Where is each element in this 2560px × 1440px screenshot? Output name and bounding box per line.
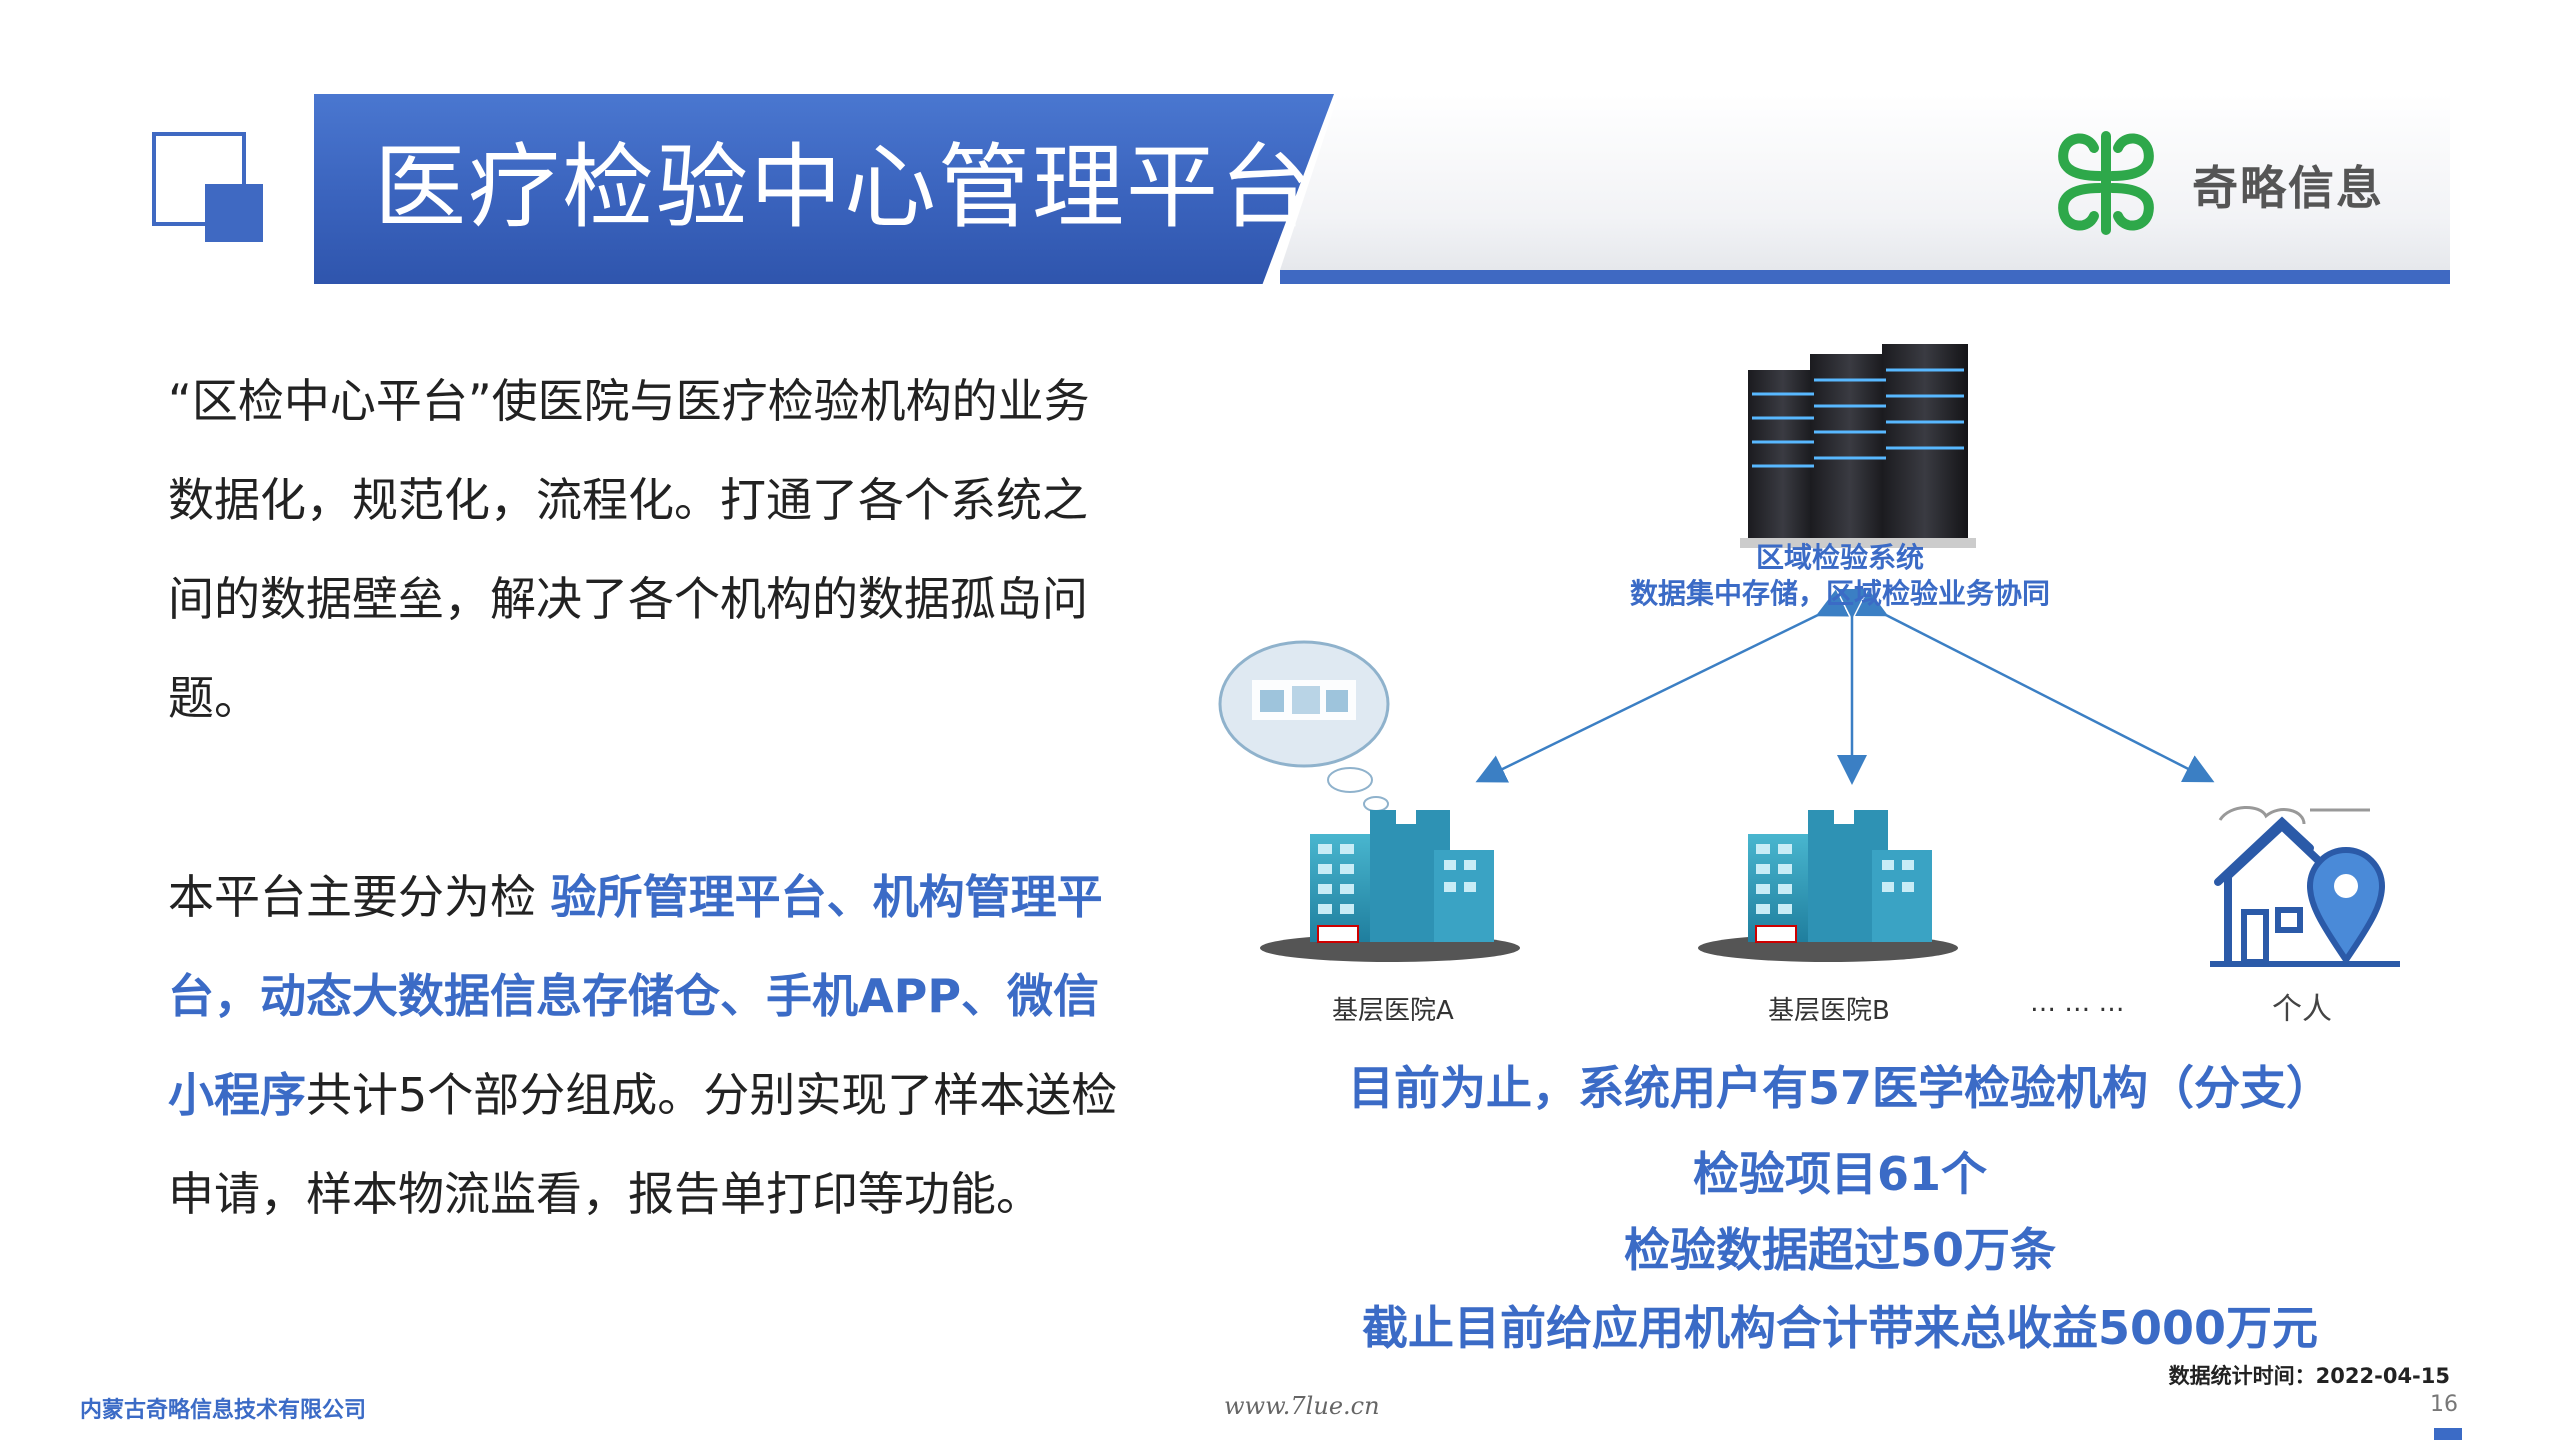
intro-paragraph: “区检中心平台”使医院与医疗检验机构的业务数据化，规范化，流程化。打通了各个系统… xyxy=(168,374,1090,725)
server-rack-icon xyxy=(1740,344,1976,548)
footer-url[interactable]: www.7lue.cn xyxy=(1224,1392,1380,1420)
system-label-line2: 数据集中存储，区域检验业务协同 xyxy=(1629,577,2050,610)
hospital-b-label: 基层医院B xyxy=(1768,996,1890,1026)
corner-outline-square xyxy=(152,132,246,226)
hospital-a-label: 基层医院A xyxy=(1332,996,1454,1026)
stat-items: 检验项目61个 xyxy=(1692,1147,1987,1201)
connection-arrows xyxy=(1475,589,2215,785)
header-light-band xyxy=(1280,94,2450,270)
footer-square xyxy=(2434,1428,2462,1440)
lab-thought-bubble xyxy=(1218,640,1390,812)
title-band xyxy=(314,94,1334,284)
platform-paragraph: 本平台主要分为检 验所管理平台、机构管理平台，动态大数据信息存储仓、手机APP、… xyxy=(168,848,1128,1244)
system-label: 区域检验系统 数据集中存储，区域检验业务协同 xyxy=(1560,540,2120,612)
footer-company: 内蒙古奇略信息技术有限公司 xyxy=(80,1397,367,1423)
hospital-a-icon xyxy=(1260,806,1520,962)
logo-text: 奇略信息 xyxy=(2192,161,2384,215)
stat-timestamp: 数据统计时间：2022-04-15 xyxy=(2168,1364,2450,1388)
ellipsis-label: … … … xyxy=(2030,988,2125,1018)
clover-logo-icon xyxy=(2058,131,2154,235)
network-diagram xyxy=(1218,344,2400,967)
platform-highlight: 验所管理平台、机构管理平台，动态大数据信息存储仓、手机APP、微信小程序 xyxy=(168,870,1103,1122)
hospital-b-icon xyxy=(1698,806,1958,962)
platform-prefix: 本平台主要分为检 xyxy=(168,870,551,924)
page-title: 医疗检验中心管理平台 xyxy=(374,134,1315,241)
home-location-icon xyxy=(2210,806,2400,967)
stat-records: 检验数据超过50万条 xyxy=(1623,1223,2056,1277)
person-label: 个人 xyxy=(2272,992,2332,1027)
page-number: 16 xyxy=(2430,1392,2458,1417)
stat-revenue: 截止目前给应用机构合计带来总收益5000万元 xyxy=(1361,1301,2319,1355)
system-label-line1: 区域检验系统 xyxy=(1755,541,1924,574)
stat-institutions: 目前为止，系统用户有57医学检验机构（分支） xyxy=(1347,1061,2332,1115)
platform-suffix: 共计5个部分组成。分别实现了样本送检申请，样本物流监看，报告单打印等功能。 xyxy=(168,1068,1118,1221)
corner-solid-square xyxy=(205,184,263,242)
header-underline xyxy=(1280,270,2450,284)
